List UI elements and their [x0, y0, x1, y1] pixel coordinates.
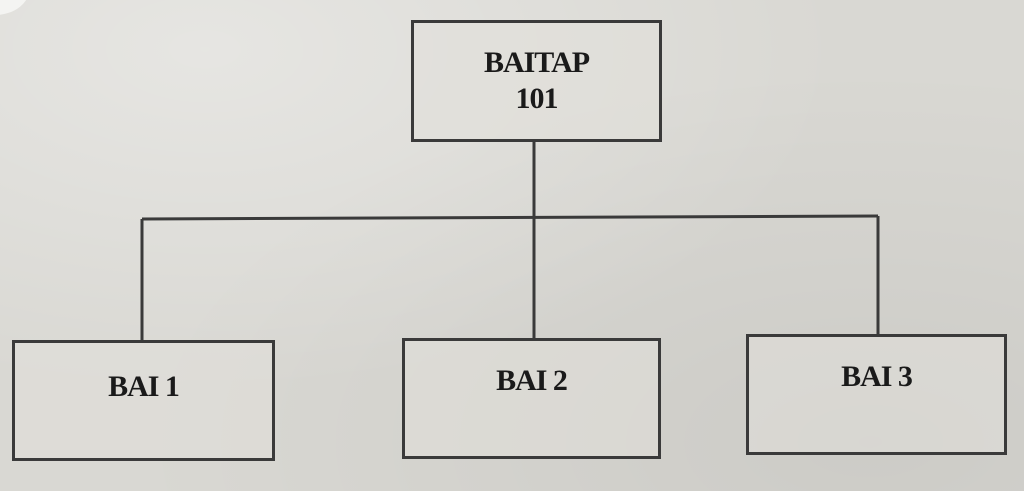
child-node-3: BAI 3: [746, 334, 1007, 455]
child-node-2-label: BAI 2: [496, 364, 568, 397]
root-node-title: BAITAP: [483, 46, 590, 79]
child-node-1: BAI 1: [12, 340, 275, 461]
child-node-2: BAI 2: [402, 338, 661, 459]
root-node-number: 101: [515, 82, 559, 115]
child-node-1-label: BAI 1: [108, 370, 180, 403]
root-node: BAITAP 101: [411, 20, 662, 142]
child-node-3-label: BAI 3: [841, 360, 913, 393]
horizontal-bar: [141, 214, 879, 221]
